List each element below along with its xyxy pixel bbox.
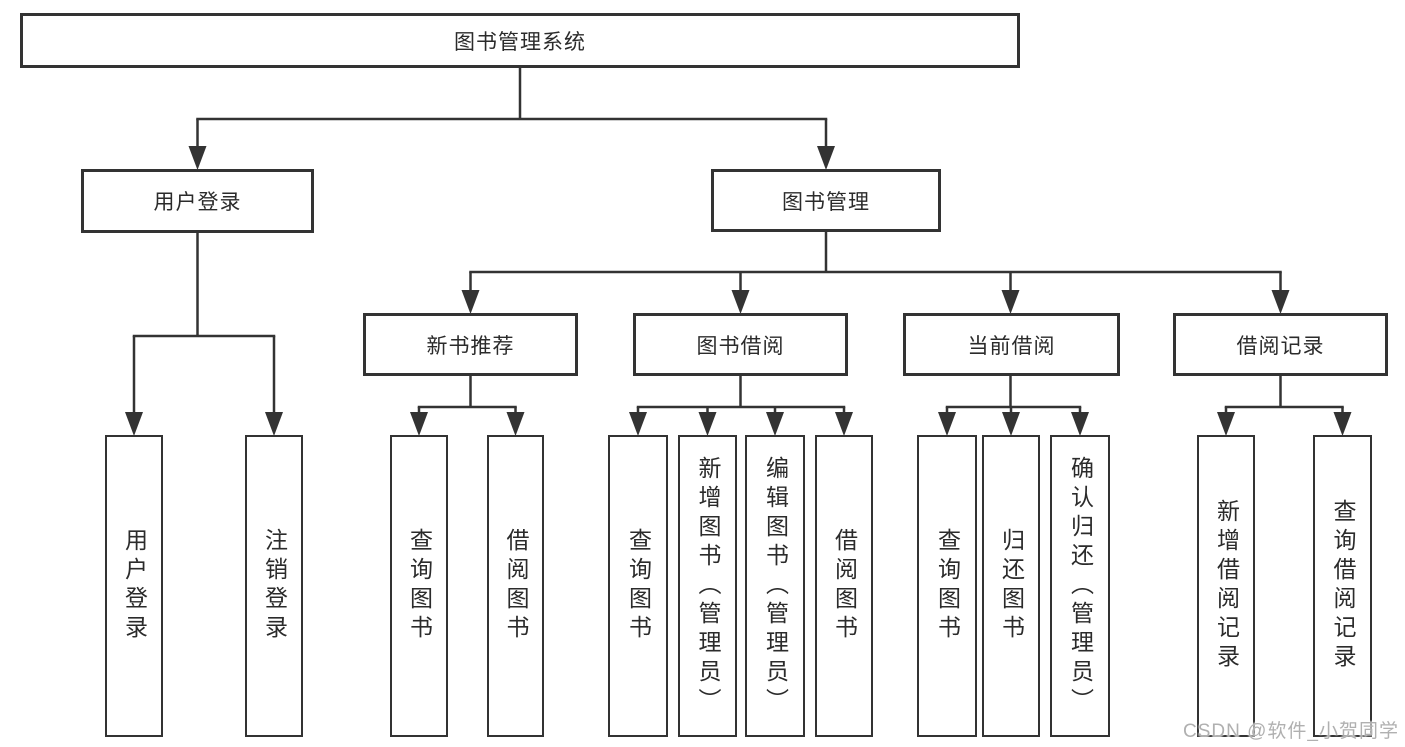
node-borrow-record: 借阅记录 [1173, 313, 1388, 376]
node-current-borrow: 当前借阅 [903, 313, 1120, 376]
leaf-query-book-2-label: 查询图书 [625, 528, 652, 644]
leaf-query-book-1-label: 查询图书 [406, 528, 433, 644]
leaf-return-book-label: 归还图书 [998, 528, 1025, 644]
edge-book-borrow [629, 376, 853, 436]
leaf-borrow-book-1: 借阅图书 [487, 435, 544, 737]
leaf-add-record-label: 新增借阅记录 [1213, 499, 1240, 673]
arrowhead-icon [629, 412, 647, 436]
edge-borrow-record [1217, 376, 1352, 436]
arrowhead-icon [410, 412, 428, 436]
leaf-user-login-label: 用户登录 [121, 528, 148, 644]
arrowhead-icon [731, 290, 750, 314]
edge-current-borrow [938, 376, 1089, 436]
edge-root [188, 68, 835, 170]
node-root: 图书管理系统 [20, 13, 1020, 68]
leaf-borrow-book-2: 借阅图书 [815, 435, 873, 737]
edge-new-book-rec [410, 376, 525, 436]
node-book-borrow: 图书借阅 [633, 313, 848, 376]
leaf-logout-label: 注销登录 [261, 528, 288, 644]
arrowhead-icon [1217, 412, 1235, 436]
leaf-add-book: 新增图书（管理员） [678, 435, 737, 737]
arrowhead-icon [698, 412, 717, 436]
csdn-watermark: CSDN @软件_小贺同学 [1183, 721, 1399, 742]
node-user-login: 用户登录 [81, 169, 314, 233]
arrowhead-icon [1271, 290, 1290, 314]
leaf-borrow-book-2-label: 借阅图书 [831, 528, 858, 644]
leaf-query-book-2: 查询图书 [608, 435, 668, 737]
node-book-mgmt-label: 图书管理 [782, 190, 870, 214]
leaf-edit-book: 编辑图书（管理员） [745, 435, 805, 737]
arrowhead-icon [1333, 412, 1352, 436]
leaf-query-book-3-label: 查询图书 [934, 528, 961, 644]
node-user-login-label: 用户登录 [153, 191, 242, 214]
node-book-mgmt: 图书管理 [711, 169, 941, 232]
arrowhead-icon [938, 412, 956, 436]
leaf-edit-book-label: 编辑图书（管理员） [762, 455, 789, 717]
leaf-query-book-3: 查询图书 [917, 435, 977, 737]
arrowhead-icon [265, 412, 283, 436]
arrowhead-icon [1002, 412, 1020, 436]
leaf-logout: 注销登录 [245, 435, 303, 737]
arrowhead-icon [1001, 290, 1020, 314]
arrowhead-icon [817, 146, 835, 170]
arrowhead-icon [1071, 412, 1089, 436]
node-borrow-record-label: 借阅记录 [1236, 334, 1325, 358]
arrowhead-icon [125, 412, 143, 436]
leaf-confirm-return-label: 确认归还（管理员） [1067, 455, 1094, 717]
node-current-borrow-label: 当前借阅 [967, 334, 1056, 358]
leaf-return-book: 归还图书 [982, 435, 1040, 737]
leaf-add-book-label: 新增图书（管理员） [695, 455, 721, 717]
node-new-book-rec-label: 新书推荐 [426, 334, 515, 358]
leaf-query-record-label: 查询借阅记录 [1330, 499, 1356, 673]
arrowhead-icon [461, 290, 480, 314]
leaf-confirm-return: 确认归还（管理员） [1050, 435, 1110, 737]
leaf-query-book-1: 查询图书 [390, 435, 448, 737]
arrowhead-icon [188, 146, 207, 170]
arrowhead-icon [835, 412, 853, 436]
leaf-query-record: 查询借阅记录 [1313, 435, 1372, 737]
leaf-add-record: 新增借阅记录 [1197, 435, 1255, 737]
node-root-label: 图书管理系统 [454, 30, 586, 54]
arrowhead-icon [506, 412, 525, 436]
node-book-borrow-label: 图书借阅 [696, 334, 785, 358]
arrowhead-icon [766, 412, 784, 436]
leaf-user-login: 用户登录 [105, 435, 163, 737]
edge-user-login [125, 232, 283, 436]
edge-book-mgmt [461, 232, 1290, 314]
leaf-borrow-book-1-label: 借阅图书 [503, 528, 529, 644]
node-new-book-rec: 新书推荐 [363, 313, 578, 376]
